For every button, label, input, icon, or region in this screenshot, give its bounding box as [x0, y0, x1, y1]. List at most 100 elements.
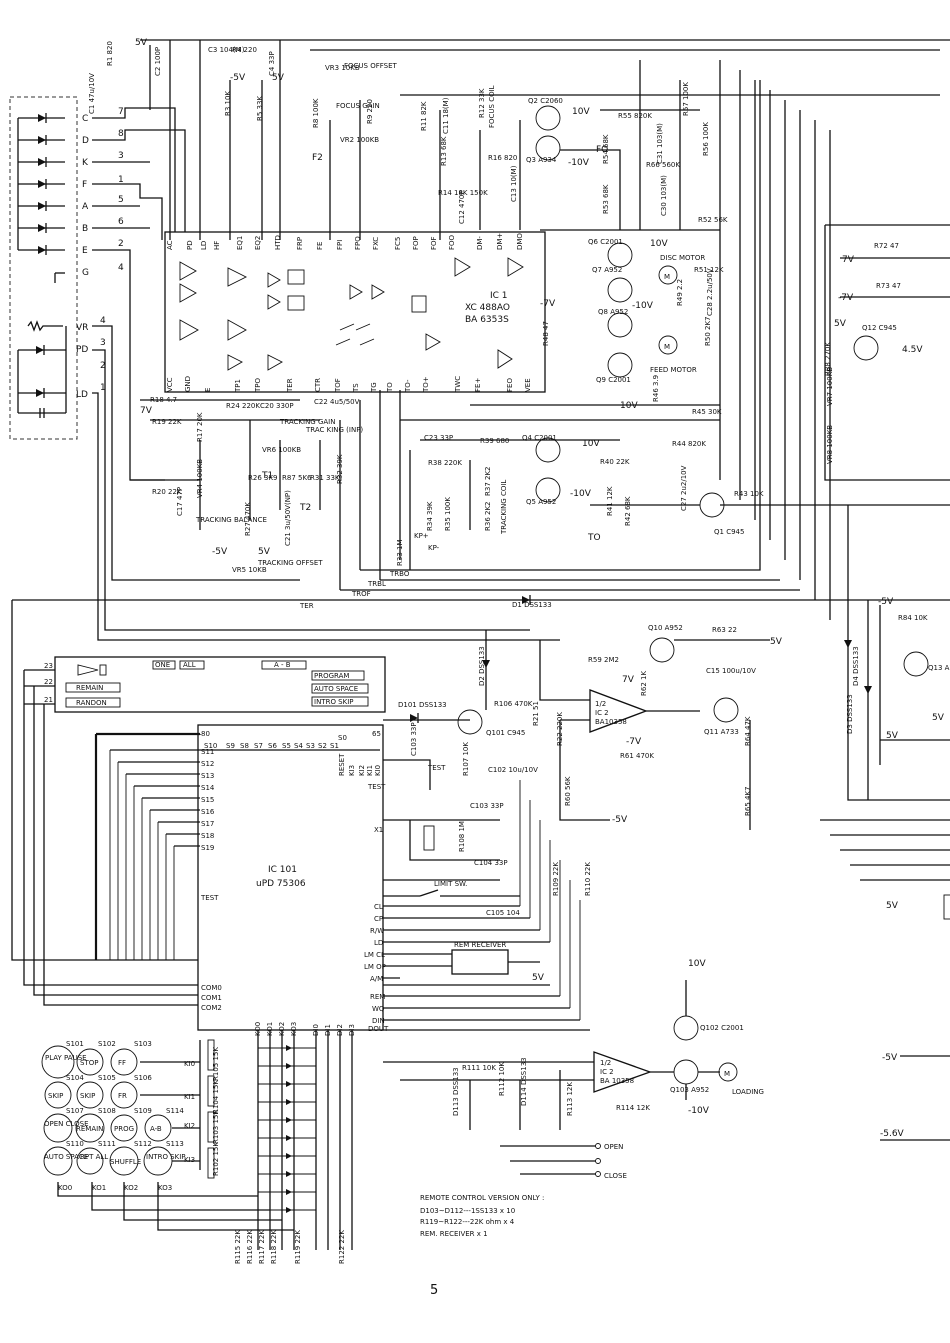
ic101-pin: S1: [330, 742, 339, 750]
comp-label: R52 56K: [698, 216, 728, 224]
middle-section: D101 DSS133 R106 470K Q101 C945 C102 10u…: [383, 624, 783, 1180]
display-segment: AUTO SPACE: [314, 685, 358, 693]
ic101-ref: IC 101: [268, 865, 297, 875]
comp-label: R39 680: [480, 437, 509, 445]
ic101-pin: DIN: [372, 1017, 385, 1025]
comp-label: R41 12K: [606, 486, 614, 516]
diagram-label: T2: [299, 503, 311, 513]
ic2-ref: IC 2: [600, 1068, 614, 1076]
comp-label: R20 22K: [152, 488, 182, 496]
ic101-pin: S12: [201, 760, 214, 768]
comp-label: C2 100P: [154, 47, 162, 76]
rail-label: 5V: [532, 973, 545, 983]
comp-label: Q5 A952: [526, 498, 556, 506]
comp-label: VR2 100KB: [340, 136, 379, 144]
comp-label: R61 470K: [620, 752, 654, 760]
comp-label: R105 15K: [212, 1047, 220, 1081]
comp-label: R57 100K: [682, 82, 690, 116]
diagram-label: TRBL: [367, 580, 386, 588]
rail-label: -7V: [626, 737, 642, 747]
right-edge: 7V -7V R72 47 R73 47 5V Q12 C945 4.5V R8…: [820, 224, 950, 1141]
ic1-pin: VCC: [166, 377, 174, 392]
rail-label: -7V: [540, 299, 556, 309]
ic101: IC 101 uPD 75306 S11 S12 S13 S14 S15 S16…: [94, 724, 590, 1250]
key-ref: S114: [166, 1107, 184, 1115]
ic101-pin: S9: [226, 742, 235, 750]
key-rpt-all: RPT ALL: [80, 1153, 108, 1161]
pickup-number: 2: [118, 239, 124, 249]
comp-label: VR3 10KB: [325, 64, 360, 72]
display-segment: ONE: [155, 661, 170, 669]
ic2-part: BA 10358: [600, 1077, 634, 1085]
key-prog: PROG: [114, 1125, 134, 1133]
comp-label: R26 3K9: [248, 474, 278, 482]
comp-label: R65 4K7: [744, 787, 752, 817]
diagram-label: TRAC KING (INP): [305, 426, 363, 434]
comp-label: R109 22K: [552, 862, 560, 896]
comp-label: R18 4.7: [150, 396, 177, 404]
key-ref: S104: [66, 1074, 84, 1082]
ic1-pin: TS: [352, 383, 360, 393]
comp-label: R113 12K: [566, 1082, 574, 1116]
remote-notes: REMOTE CONTROL VERSION ONLY : D103~D112-…: [420, 1194, 544, 1238]
ic101-pin: S0: [338, 734, 347, 742]
ic1-pin: FRP: [296, 237, 304, 250]
pickup-diodes: [17, 113, 65, 283]
comp-label: R34 39K: [426, 501, 434, 531]
comp-label: Q4 C2001: [522, 434, 557, 442]
comp-label: R31 33K: [310, 474, 340, 482]
ic101-pin: R/W: [370, 927, 384, 935]
comp-label: R37 2K2: [484, 467, 492, 497]
ic101-pin: TEST: [367, 783, 386, 791]
display-pin: 21: [44, 696, 53, 704]
rail-label: -5V: [882, 1053, 898, 1063]
display-segment: PROGRAM: [314, 672, 349, 680]
key-play-pause: PLAY PAUSE: [45, 1054, 87, 1062]
comp-label: R16 820: [488, 154, 517, 162]
ic101-pin: DOUT: [368, 1025, 389, 1033]
comp-label: Q7 A952: [592, 266, 622, 274]
rail-label: 10V: [650, 239, 668, 249]
key-intro-skip: INTRO SKIP: [146, 1153, 186, 1161]
ic101-pin: S10: [204, 742, 217, 750]
svg-text:M: M: [724, 1070, 730, 1078]
comp-label: R119 22K: [294, 1230, 302, 1264]
ic101-part: uPD 75306: [256, 879, 306, 889]
ic101-pin: COM0: [201, 984, 222, 992]
diagram-label: OPEN: [604, 1143, 623, 1151]
ic1-pin: PD: [186, 240, 194, 250]
ic1-pin: FOP: [412, 236, 420, 250]
pickup-letter: C: [82, 114, 88, 124]
svg-text:M: M: [664, 343, 670, 351]
comp-label: R118 22K: [270, 1230, 278, 1264]
notes-title: REMOTE CONTROL VERSION ONLY :: [420, 1194, 544, 1202]
ic1-part: BA 6353S: [465, 315, 509, 325]
comp-label: R107 10K: [462, 742, 470, 776]
ic1-pin: DM-: [476, 236, 484, 250]
rail-label: -7V: [838, 293, 854, 303]
rail-label: -5.6V: [880, 1129, 905, 1139]
comp-label: R64 47K: [744, 716, 752, 746]
diagram-label: LOADING: [732, 1088, 764, 1096]
ic101-pin: COM1: [201, 994, 222, 1002]
comp-label: Q11 A733: [704, 728, 739, 736]
comp-label: R103 15K: [212, 1110, 220, 1144]
ic1-pin: E: [204, 388, 212, 392]
comp-label: R45 30K: [692, 408, 722, 416]
key-ref: S105: [98, 1074, 116, 1082]
key-ref: S103: [134, 1040, 152, 1048]
pickup-lower-label: VR: [76, 323, 88, 333]
rail-label: -5V: [230, 73, 246, 83]
svg-text:M: M: [664, 273, 670, 281]
comp-label: R88 270K: [824, 342, 832, 376]
ic1-pin: HTD: [274, 235, 282, 250]
ic101-pin: REM: [370, 993, 385, 1001]
comp-label: VR8 100KB: [826, 425, 834, 464]
comp-label: R40 22K: [600, 458, 630, 466]
rail-label: 4.5V: [902, 345, 923, 355]
comp-label: Q10 A952: [648, 624, 683, 632]
diagram-label: KP+: [414, 532, 429, 540]
comp-label: R48 47: [542, 321, 550, 346]
key-open-close: OPEN CLOSE: [44, 1120, 89, 1128]
